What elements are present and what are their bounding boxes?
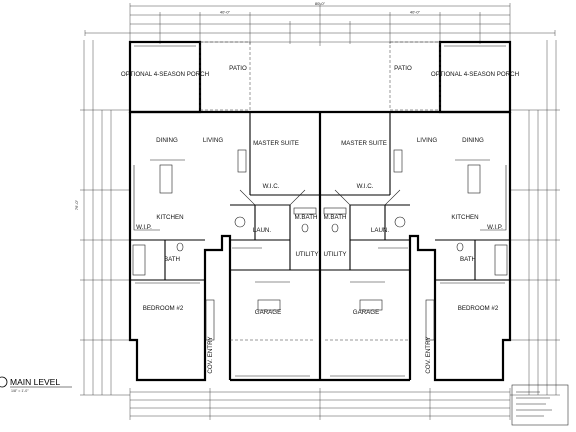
kitchen-label-left: KITCHEN bbox=[156, 214, 183, 221]
wip-label-left: W.I.P. bbox=[136, 224, 152, 231]
patio-label-left: PATIO bbox=[229, 65, 247, 72]
garage-label-right: GARAGE bbox=[353, 309, 379, 316]
overall-depth-dimension: 76'-0" bbox=[74, 199, 79, 210]
bedroom-label-left: BEDROOM #2 bbox=[143, 305, 184, 312]
bath-label-right: BATH bbox=[460, 256, 476, 263]
fixtures bbox=[132, 45, 508, 377]
laun-label-right: LAUN. bbox=[371, 227, 390, 234]
living-label-right: LIVING bbox=[417, 137, 437, 144]
left-dimension-lines bbox=[80, 40, 130, 396]
overall-width-dimension: 80'-0" bbox=[315, 1, 326, 6]
patio-label-right: PATIO bbox=[394, 65, 412, 72]
mbath-label-right: M.BATH bbox=[324, 214, 347, 221]
cov-entry-label-right: COV. ENTRY bbox=[425, 336, 432, 373]
mbath-label-left: M.BATH bbox=[295, 214, 318, 221]
section-marker-icon bbox=[0, 376, 8, 388]
plan-scale: 1/8" = 1'-0" bbox=[11, 389, 29, 393]
right-unit-labels: OPTIONAL 4-SEASON PORCH PATIO DINING LIV… bbox=[323, 65, 519, 374]
utility-label-left: UTILITY bbox=[295, 251, 318, 258]
utility-label-right: UTILITY bbox=[323, 251, 346, 258]
porch-label-right: OPTIONAL 4-SEASON PORCH bbox=[431, 71, 519, 78]
legend-box bbox=[511, 384, 569, 426]
wip-label-right: W.I.P. bbox=[487, 224, 503, 231]
bedroom-label-right: BEDROOM #2 bbox=[458, 305, 499, 312]
left-unit-labels: OPTIONAL 4-SEASON PORCH PATIO DINING LIV… bbox=[121, 65, 319, 374]
living-label-left: LIVING bbox=[203, 137, 223, 144]
title-block: MAIN LEVEL 1/8" = 1'-0" bbox=[0, 376, 569, 426]
left-half-width-dimension: 40'-0" bbox=[220, 10, 231, 15]
garage-label-left: GARAGE bbox=[255, 309, 281, 316]
master-suite-label-right: MASTER SUITE bbox=[341, 140, 387, 147]
bottom-dimension-lines bbox=[129, 388, 511, 420]
porch-label-left: OPTIONAL 4-SEASON PORCH bbox=[121, 71, 209, 78]
cov-entry-label-left: COV. ENTRY bbox=[207, 336, 214, 373]
plan-title: MAIN LEVEL bbox=[10, 377, 60, 387]
right-dimension-lines bbox=[510, 40, 560, 396]
dining-label-left: DINING bbox=[156, 137, 178, 144]
master-suite-label-left: MASTER SUITE bbox=[253, 140, 299, 147]
kitchen-label-right: KITCHEN bbox=[451, 214, 478, 221]
bath-label-left: BATH bbox=[164, 256, 180, 263]
wic-label-right: W.I.C. bbox=[357, 183, 374, 190]
right-half-width-dimension: 40'-0" bbox=[410, 10, 421, 15]
laun-label-left: LAUN. bbox=[253, 227, 272, 234]
wic-label-left: W.I.C. bbox=[263, 183, 280, 190]
dining-label-right: DINING bbox=[462, 137, 484, 144]
